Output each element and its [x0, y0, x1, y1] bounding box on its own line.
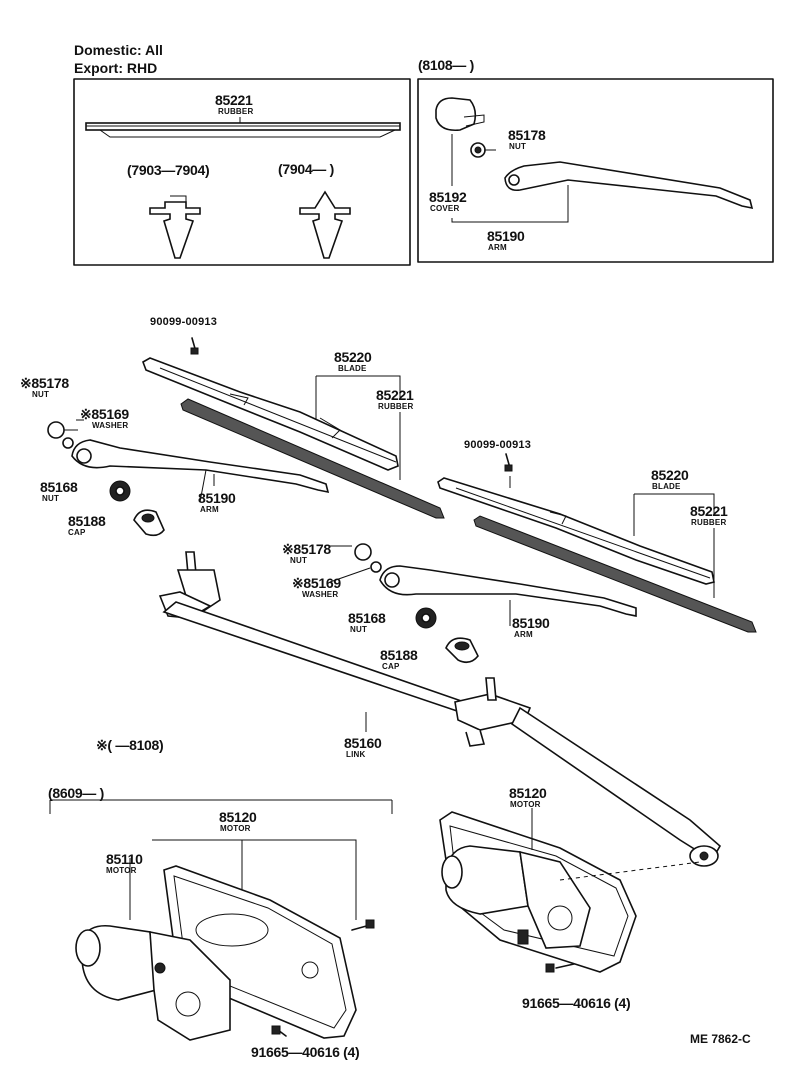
arm-right-pn: 85190: [512, 615, 550, 631]
inset-leader: [451, 134, 569, 223]
nut2-right: [415, 607, 437, 629]
link-name: LINK: [346, 750, 366, 759]
cap-right-name: CAP: [382, 662, 400, 671]
nut2-right-pn: 85168: [348, 610, 386, 626]
nut2-left-pn: 85168: [40, 479, 78, 495]
washer-left: [62, 437, 74, 449]
note-8108: ※( —8108): [96, 737, 164, 753]
inset-range-8108: (8108— ): [418, 57, 474, 73]
inset-nut: [470, 142, 486, 158]
clip-profile-a: [149, 195, 201, 259]
motor-right: [441, 845, 591, 949]
washer-right-pn: ※85169: [292, 575, 341, 591]
washer-left-pn: ※85169: [80, 406, 129, 422]
link-assembly: [158, 551, 722, 867]
motor-sub-pn: 85110: [106, 851, 143, 867]
bolt-motor-left-2: [351, 919, 375, 931]
inset-cover-pn: 85192: [429, 189, 467, 205]
inset-arm-pn: 85190: [487, 228, 525, 244]
inset-nut-name: NUT: [509, 142, 527, 151]
range-8609: (8609— ): [48, 785, 104, 801]
inset-rubber-name: RUBBER: [218, 107, 254, 116]
inset-frame-right: [417, 78, 774, 263]
rubber-left-pn: 85221: [376, 387, 414, 403]
bolt-motor-right: [545, 963, 575, 973]
cap-left: [133, 509, 165, 537]
bolt-motor-left-pn: 91665—40616 (4): [251, 1044, 360, 1060]
motor-left-pn: 85120: [219, 809, 257, 825]
washer-left-name: WASHER: [92, 421, 129, 430]
cover-part: [435, 97, 485, 132]
motor-left-name: MOTOR: [220, 824, 251, 833]
cap-left-pn: 85188: [68, 513, 106, 529]
motor-right-name: MOTOR: [510, 800, 541, 809]
rubber-left-name: RUBBER: [378, 402, 414, 411]
reference-code: ME 7862-C: [690, 1032, 751, 1046]
arm-right-name: ARM: [514, 630, 533, 639]
arm-left-name: ARM: [200, 505, 219, 514]
bolt-right-pn: 90099-00913: [464, 439, 532, 451]
range-7904-label: (7904— ): [278, 161, 334, 177]
arm-left: [71, 439, 330, 494]
blade-right-pn: 85220: [651, 467, 689, 483]
inset-arm: [504, 161, 754, 210]
blade-right-name: BLADE: [652, 482, 681, 491]
arm-left-pn: 85190: [198, 490, 236, 506]
motor-left: [75, 924, 231, 1041]
bolt-motor-left: [271, 1025, 287, 1037]
inset-arm-name: ARM: [488, 243, 507, 252]
motor-left-leaders: [129, 839, 357, 920]
nut-right: [354, 543, 372, 561]
nut-left-name: NUT: [32, 390, 50, 399]
bolt-motor-right-pn: 91665—40616 (4): [522, 995, 631, 1011]
nut-right-name: NUT: [290, 556, 308, 565]
rubber-right-pn: 85221: [690, 503, 728, 519]
washer-right-name: WASHER: [302, 590, 339, 599]
blade-left-pn: 85220: [334, 349, 372, 365]
arm-right: [379, 565, 637, 617]
nut2-right-name: NUT: [350, 625, 368, 634]
bolt-left-pn: 90099-00913: [150, 316, 218, 328]
motor-sub-name: MOTOR: [106, 866, 137, 875]
inset-rubber-pn: 85221: [215, 92, 253, 108]
cap-left-name: CAP: [68, 528, 86, 537]
domestic-label: Domestic: All: [74, 42, 163, 58]
link-pn: 85160: [344, 735, 382, 751]
bolt-right: [504, 453, 513, 472]
bolt-left: [190, 337, 199, 355]
motor-right-pn: 85120: [509, 785, 547, 801]
rubber-strip-inset: [85, 117, 401, 138]
rubber-right: [473, 515, 757, 633]
export-label: Export: RHD: [74, 60, 158, 76]
inset-frame-left: [73, 78, 411, 266]
nut2-left-name: NUT: [42, 494, 60, 503]
blade-left-name: BLADE: [338, 364, 367, 373]
nut-right-pn: ※85178: [282, 541, 331, 557]
range-7903-label: (7903—7904): [127, 162, 210, 178]
rubber-left: [180, 398, 445, 519]
clip-profile-b: [299, 190, 351, 259]
nut-left-pn: ※85178: [20, 375, 69, 391]
main-leaders: [64, 375, 715, 626]
rubber-right-name: RUBBER: [691, 518, 727, 527]
nut-left: [47, 421, 65, 439]
inset-cover-name: COVER: [430, 204, 460, 213]
blade-left: [142, 357, 399, 471]
nut2-left: [109, 480, 131, 502]
cap-right-pn: 85188: [380, 647, 418, 663]
cap-right: [445, 637, 479, 664]
inset-nut-pn: 85178: [508, 127, 546, 143]
washer-right: [370, 561, 382, 573]
